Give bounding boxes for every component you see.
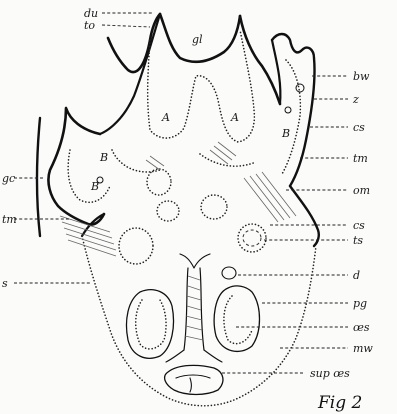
- label-d: d: [353, 269, 360, 282]
- pg-left-lobe: [127, 290, 174, 359]
- label-oes: œs: [353, 321, 370, 334]
- right-appendage-outline: [272, 34, 315, 186]
- ganglion-mid-left: [157, 201, 179, 221]
- label-sup-oes: sup œs: [310, 367, 350, 380]
- label-bw: bw: [353, 70, 370, 83]
- right-body-edge: [290, 186, 319, 246]
- label-gl: gl: [192, 33, 203, 46]
- pg-right-lobe: [214, 286, 259, 352]
- label-to: to: [84, 19, 95, 32]
- figure-caption: Fig 2: [317, 393, 362, 413]
- ganglion-right-core: [243, 230, 261, 246]
- label-B-left: B: [99, 151, 108, 164]
- label-tm-right: tm: [353, 152, 368, 165]
- sup-oes-outline: [165, 365, 223, 394]
- ganglion-upper-right: [201, 195, 227, 219]
- ganglion-left: [119, 228, 153, 264]
- label-A-right: A: [230, 111, 239, 124]
- head-inner-dotted: [148, 30, 255, 142]
- label-cs-right: cs: [353, 121, 365, 134]
- d-structure: [222, 267, 236, 279]
- label-gc: gc: [2, 172, 15, 185]
- label-pg: pg: [353, 297, 367, 310]
- label-ts: ts: [353, 234, 363, 247]
- left-muscle-hatch: [60, 216, 116, 256]
- cerebral-dotted: [112, 150, 256, 172]
- label-A-left: A: [161, 111, 170, 124]
- pg-left-stipple: [136, 300, 166, 349]
- ganglion-right: [238, 224, 266, 252]
- z-detail: [296, 84, 304, 92]
- ganglion-upper-left: [147, 169, 171, 195]
- leader-to: [102, 25, 150, 27]
- gl-hatch: [146, 142, 236, 170]
- label-B-right: B: [281, 127, 290, 140]
- pg-right-stipple: [224, 296, 252, 344]
- left-lobe-outline: [48, 108, 104, 225]
- sup-oes-inner: [176, 375, 210, 392]
- label-B-left-lower: B: [90, 180, 99, 193]
- label-mw: mw: [353, 342, 373, 355]
- right-muscle-hatch: [244, 172, 296, 222]
- label-z: z: [352, 93, 359, 106]
- label-om: om: [353, 184, 370, 197]
- cs-detail-right: [285, 107, 291, 113]
- right-horn-outline: [240, 16, 280, 104]
- label-s: s: [2, 277, 8, 290]
- label-cs-mid: cs: [353, 219, 365, 232]
- label-tm-left: tm: [2, 213, 17, 226]
- left-edge-line: [37, 118, 40, 236]
- right-appendage-dotted: [282, 60, 300, 174]
